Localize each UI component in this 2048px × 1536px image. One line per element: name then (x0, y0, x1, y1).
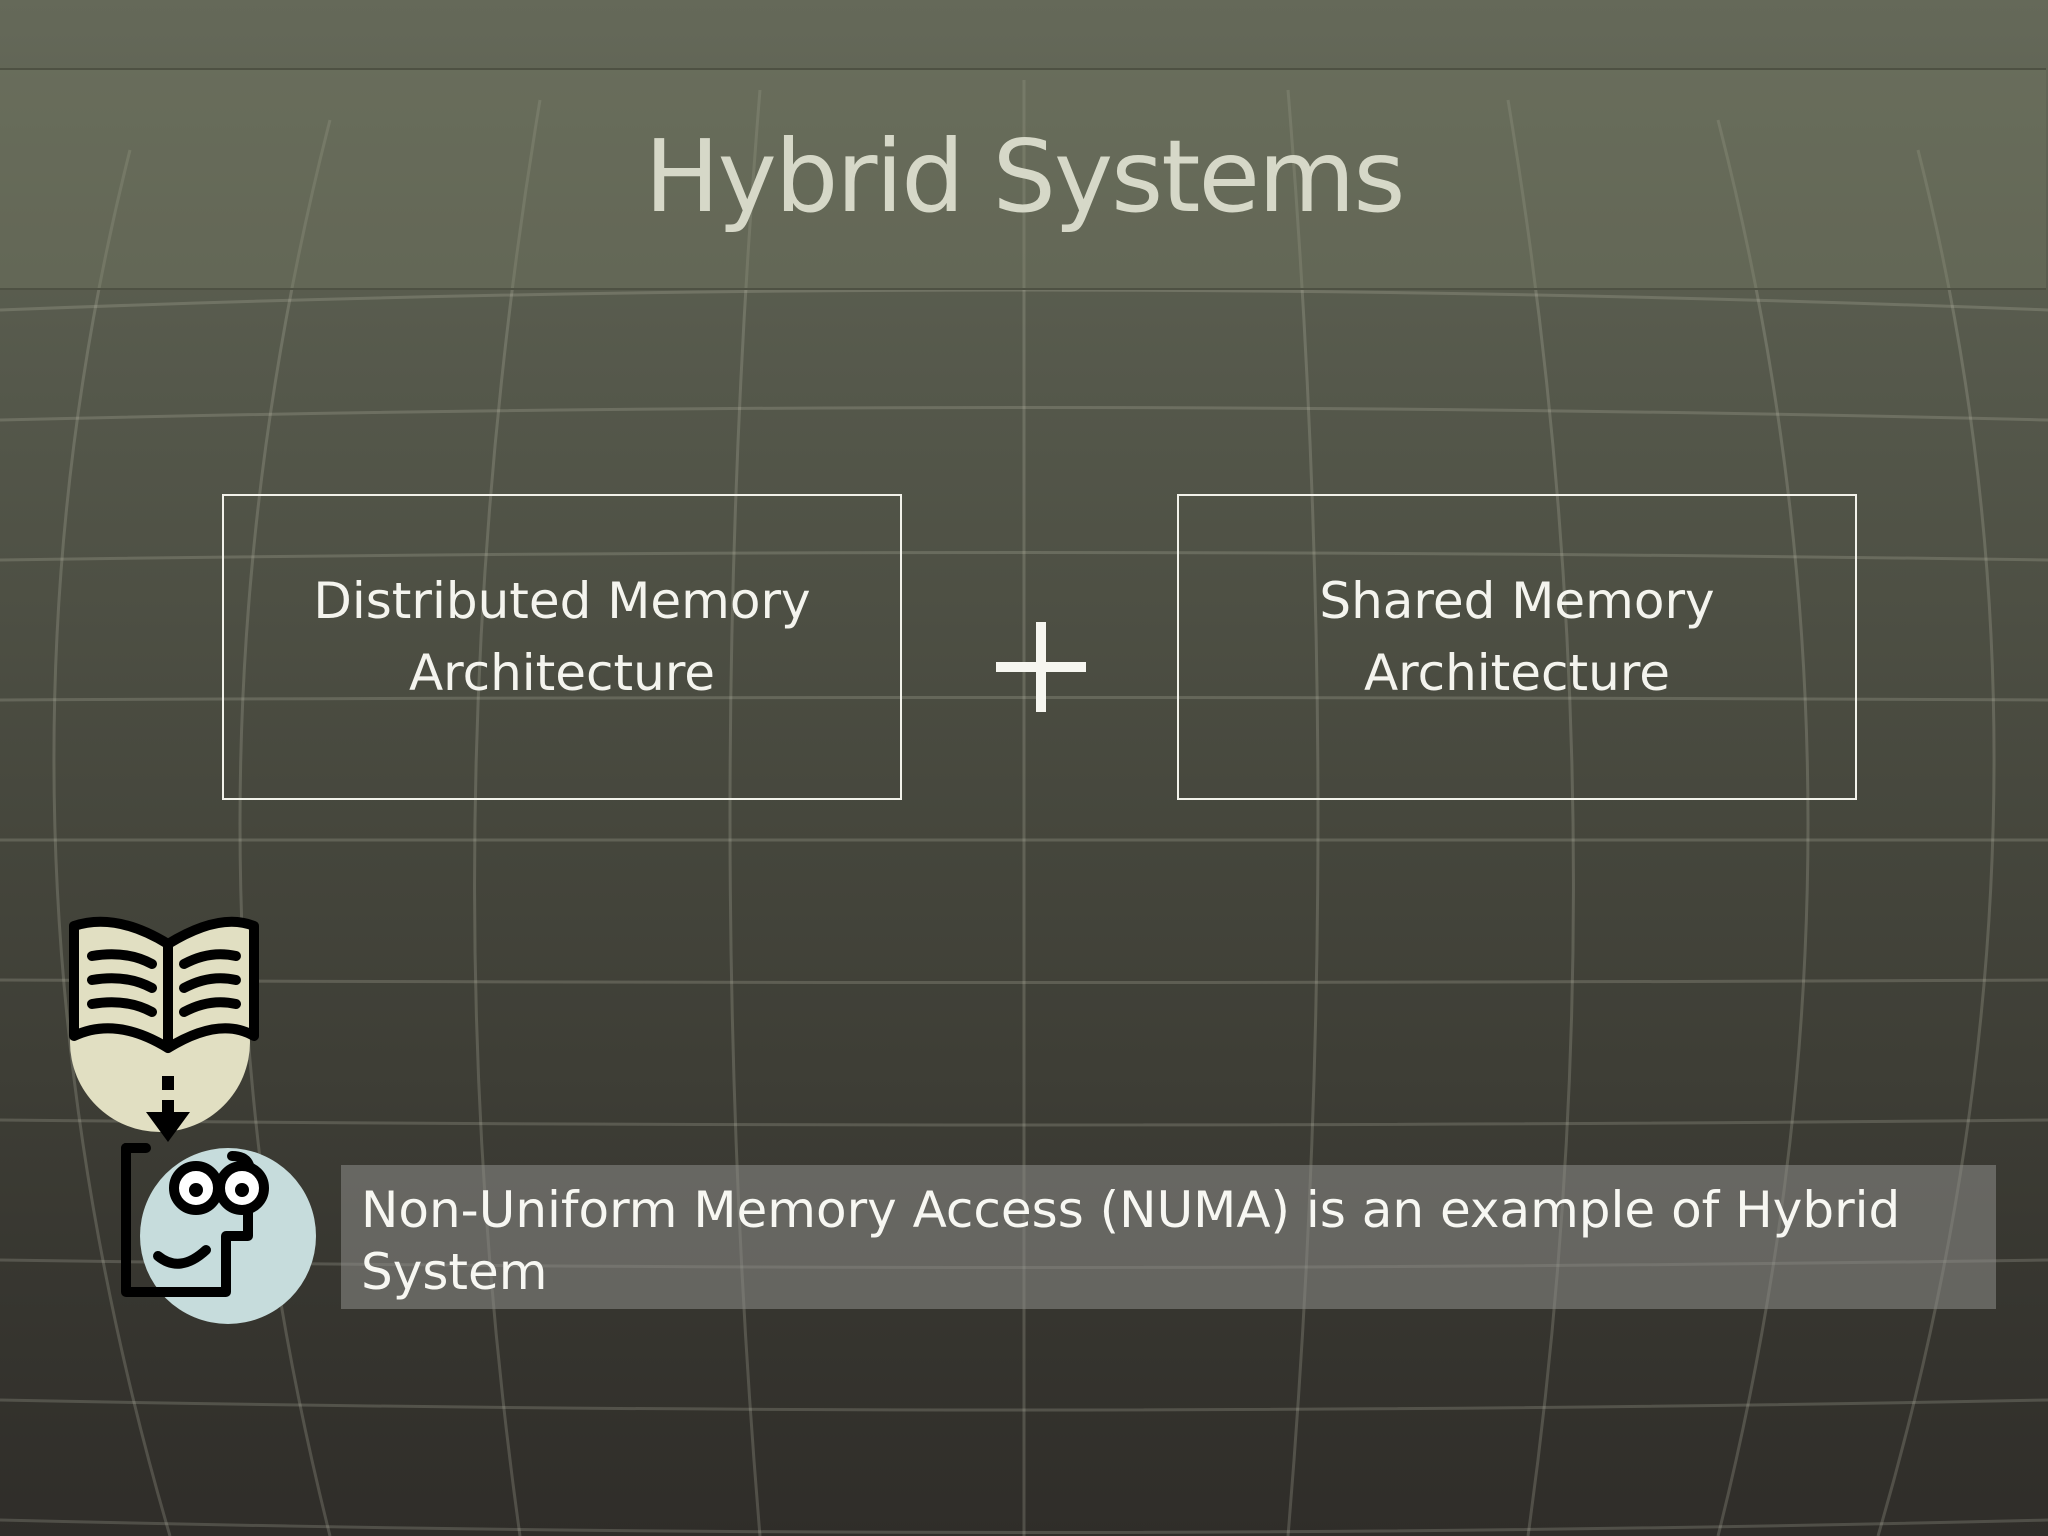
numa-note-box: Non-Uniform Memory Access (NUMA) is an e… (341, 1165, 1996, 1309)
distributed-memory-line2: Architecture (408, 644, 716, 702)
slide-title: Hybrid Systems (644, 118, 1405, 235)
book-to-learner-icon (69, 916, 316, 1324)
plus-sign-icon (996, 622, 1086, 712)
shared-memory-line1: Shared Memory (1319, 572, 1715, 630)
distributed-memory-box: Distributed Memory Architecture (222, 494, 902, 800)
title-band (0, 68, 2046, 290)
shared-memory-box: Shared Memory Architecture (1177, 494, 1857, 800)
numa-note-text: Non-Uniform Memory Access (NUMA) is an e… (361, 1181, 1901, 1301)
shared-memory-line2: Architecture (1363, 644, 1671, 702)
distributed-memory-line1: Distributed Memory (313, 572, 811, 630)
